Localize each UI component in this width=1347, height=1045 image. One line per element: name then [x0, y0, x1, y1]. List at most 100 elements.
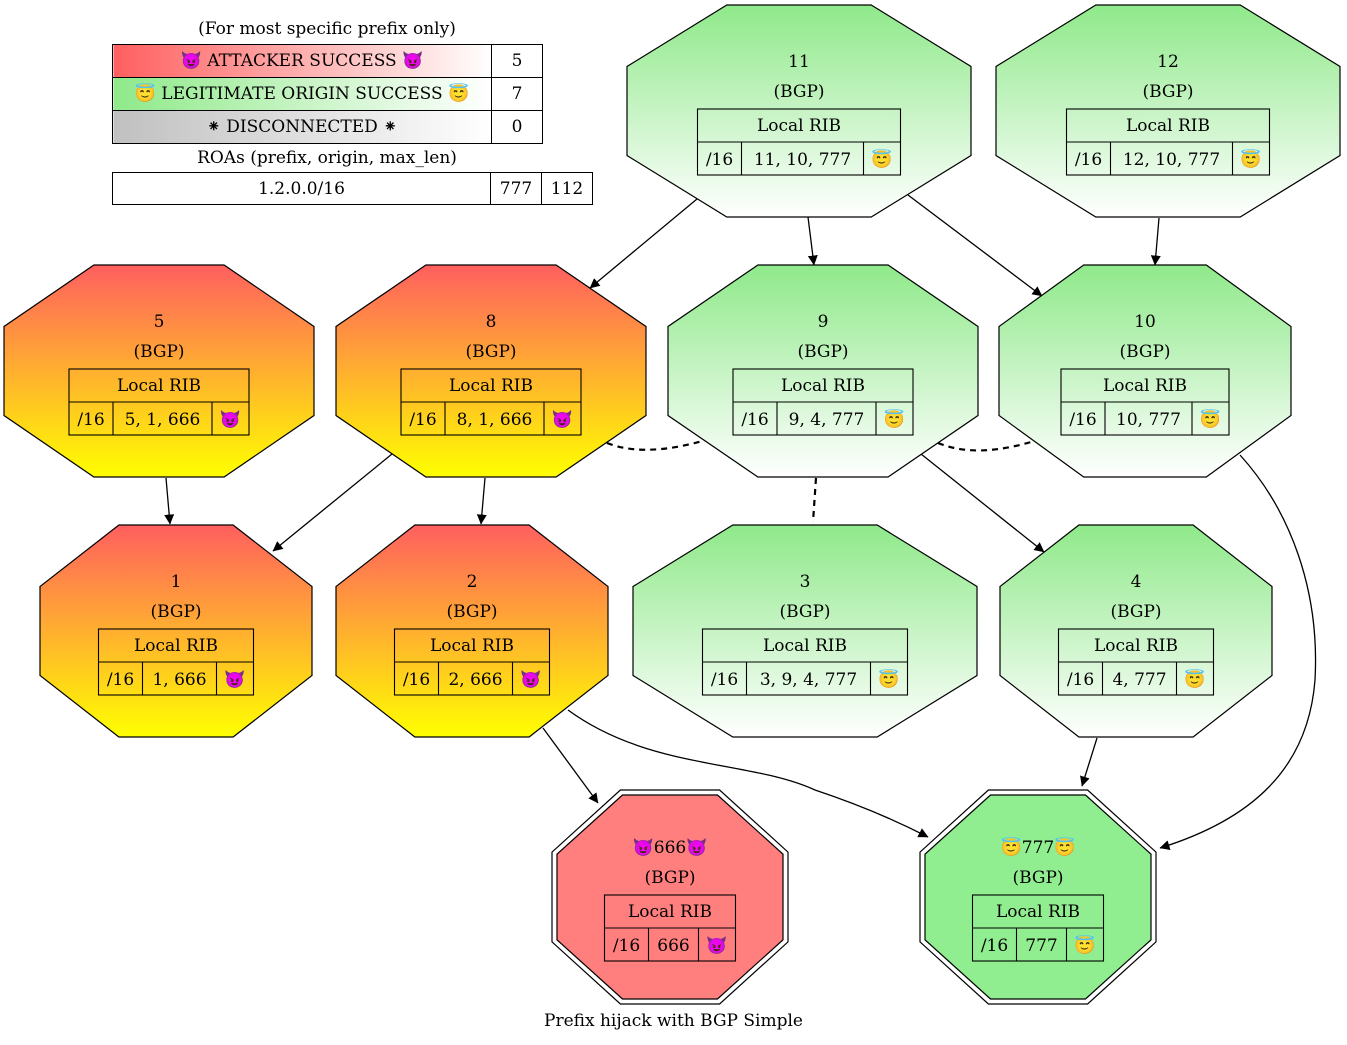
as-node-4-shape	[999, 524, 1273, 738]
as-node-777-shape	[924, 794, 1152, 1000]
edge-8-to-1	[272, 453, 393, 552]
edge-layer	[164, 194, 1317, 850]
as-node-4-label: 4	[1131, 572, 1142, 592]
as-node-11-rib-prefix: /16	[706, 150, 733, 170]
as-node-8-rib-prefix: /16	[409, 410, 436, 430]
as-node-10-rib-title: Local RIB	[1103, 376, 1187, 396]
as-node-9-rib-title: Local RIB	[781, 376, 865, 396]
as-node-9-shape	[667, 264, 979, 478]
roa-max-len: 112	[541, 172, 593, 205]
legend-count-disconnected: 0	[491, 110, 543, 144]
as-node-12-label: 12	[1157, 52, 1179, 72]
as-node-5-rib-status-icon: 😈	[220, 410, 241, 430]
roa-prefix: 1.2.0.0/16	[112, 172, 491, 205]
legend-row-attacker: 😈 ATTACKER SUCCESS 😈 5	[112, 44, 543, 78]
as-node-12-rib-title: Local RIB	[1126, 116, 1210, 136]
as-node-4-rib-status-icon: 😇	[1184, 669, 1205, 690]
as-node-11-shape	[626, 4, 972, 218]
as-node-8-policy: (BGP)	[465, 342, 516, 362]
as-node-9-rib-status-icon: 😇	[884, 409, 905, 430]
as-node-666-shape	[556, 794, 784, 1000]
edge-9-to-4	[920, 453, 1045, 553]
as-node-12-rib-as-path: 12, 10, 777	[1123, 150, 1220, 170]
as-node-5-rib-as-path: 5, 1, 666	[125, 410, 201, 430]
as-node-1-label: 1	[171, 572, 182, 592]
edge-8-to-2	[476, 477, 487, 525]
as-node-8-label: 8	[486, 312, 497, 332]
edge-10-to-777	[1159, 454, 1317, 850]
legend-table: 😈 ATTACKER SUCCESS 😈 5 😇 LEGITIMATE ORIG…	[112, 44, 543, 144]
as-node-11-label: 11	[788, 52, 810, 72]
as-node-666-rib-title: Local RIB	[628, 902, 712, 922]
as-node-1-shape	[39, 524, 313, 738]
legend-note: (For most specific prefix only)	[198, 19, 456, 39]
as-node-4-rib-prefix: /16	[1067, 670, 1094, 690]
roa-row: 1.2.0.0/16 777 112	[112, 172, 593, 205]
as-node-666-rib-as-path: 666	[657, 936, 689, 956]
as-node-3-rib-title: Local RIB	[763, 636, 847, 656]
as-node-3-label: 3	[800, 572, 811, 592]
edge-9-to-10	[937, 438, 1039, 452]
as-node-9-rib-prefix: /16	[741, 410, 768, 430]
as-node-2-rib-as-path: 2, 666	[448, 670, 502, 690]
edge-2-to-666	[542, 727, 599, 804]
as-node-2-policy: (BGP)	[446, 602, 497, 622]
as-node-2: 2 (BGP) Local RIB/16 2, 666 😈	[335, 524, 609, 738]
as-node-3-rib-prefix: /16	[711, 670, 738, 690]
edge-9-to-3	[811, 477, 818, 523]
as-node-10-rib-status-icon: 😇	[1200, 409, 1221, 430]
edge-5-to-1	[164, 477, 175, 525]
as-node-1-policy: (BGP)	[150, 602, 201, 622]
as-node-1-rib-as-path: 1, 666	[152, 670, 206, 690]
as-node-3-shape	[632, 524, 978, 738]
roa-table: 1.2.0.0/16 777 112	[112, 172, 593, 205]
as-node-777-label: 😇777😇	[1001, 837, 1076, 858]
as-node-2-rib-prefix: /16	[403, 670, 430, 690]
as-node-10-rib-prefix: /16	[1069, 410, 1096, 430]
as-node-2-rib-status-icon: 😈	[520, 670, 541, 690]
edge-11-to-8	[589, 198, 698, 289]
as-node-8-rib-as-path: 8, 1, 666	[457, 410, 533, 430]
legend-label-attacker: 😈 ATTACKER SUCCESS 😈	[112, 44, 492, 78]
as-node-2-shape	[335, 524, 609, 738]
as-node-8-rib-status-icon: 😈	[552, 410, 573, 430]
as-node-2-rib-title: Local RIB	[430, 636, 514, 656]
as-node-5-rib-prefix: /16	[77, 410, 104, 430]
legend-count-legitimate: 7	[491, 77, 543, 111]
as-node-9-rib-as-path: 9, 4, 777	[789, 410, 865, 430]
as-node-12: 12 (BGP) Local RIB/16 12, 10, 777 😇	[995, 4, 1341, 218]
diagram-caption: Prefix hijack with BGP Simple	[544, 1011, 803, 1031]
edge-8-to-9	[606, 436, 714, 451]
roa-origin: 777	[490, 172, 542, 205]
as-node-777-rib-title: Local RIB	[996, 902, 1080, 922]
as-node-12-policy: (BGP)	[1142, 82, 1193, 102]
as-node-10-rib-as-path: 10, 777	[1116, 410, 1181, 430]
legend-row-disconnected: ⁕ DISCONNECTED ⁕ 0	[112, 110, 543, 144]
as-node-9-label: 9	[818, 312, 829, 332]
as-node-777-policy: (BGP)	[1012, 868, 1063, 888]
as-node-3-rib-status-icon: 😇	[878, 669, 899, 690]
as-node-10-label: 10	[1134, 312, 1156, 332]
as-node-4-rib-as-path: 4, 777	[1112, 670, 1166, 690]
as-node-5-rib-title: Local RIB	[117, 376, 201, 396]
as-node-12-rib-prefix: /16	[1075, 150, 1102, 170]
as-node-10: 10 (BGP) Local RIB/16 10, 777 😇	[998, 264, 1292, 478]
legend-label-legitimate: 😇 LEGITIMATE ORIGIN SUCCESS 😇	[112, 77, 492, 111]
legend: (For most specific prefix only) 😈 ATTACK…	[112, 14, 594, 205]
edge-2-to-777	[567, 709, 929, 838]
as-node-12-rib-status-icon: 😇	[1240, 149, 1261, 170]
edge-4-to-777	[1080, 737, 1098, 787]
as-node-777-rib-prefix: /16	[981, 936, 1008, 956]
as-node-3-policy: (BGP)	[779, 602, 830, 622]
as-node-11-policy: (BGP)	[773, 82, 824, 102]
as-node-10-policy: (BGP)	[1119, 342, 1170, 362]
as-node-2-label: 2	[467, 572, 478, 592]
